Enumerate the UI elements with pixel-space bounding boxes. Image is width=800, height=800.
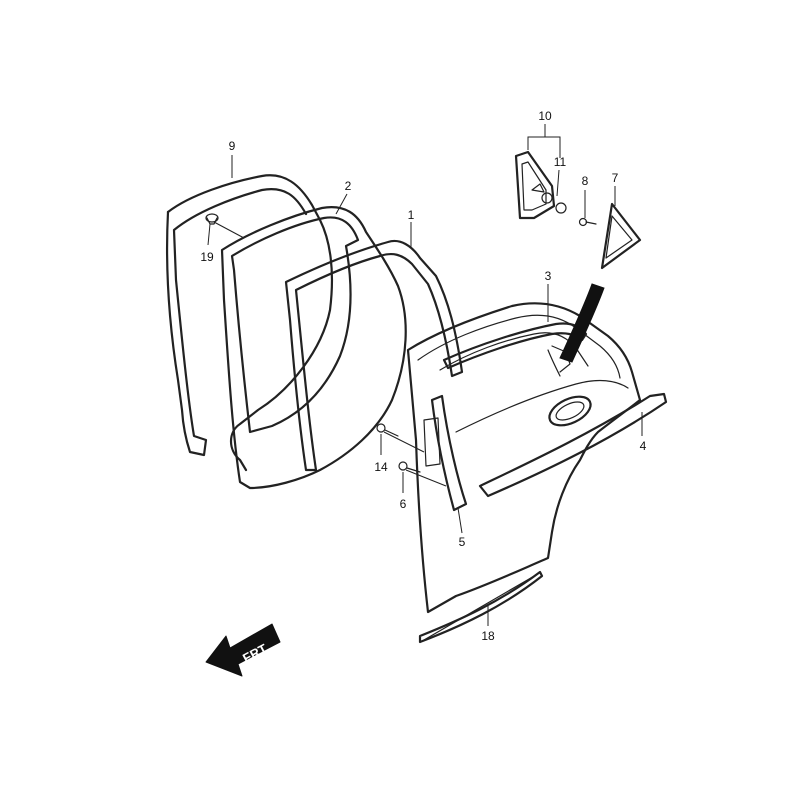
belt-molding-upper xyxy=(442,322,588,370)
clip-19 xyxy=(205,213,219,225)
corner-glass-7 xyxy=(600,202,642,270)
rocker-molding-strip xyxy=(418,570,544,644)
callout-19: 19 xyxy=(200,250,214,264)
front-direction-arrow-icon: FRT xyxy=(205,623,281,677)
weatherstrip-body xyxy=(220,206,407,490)
callout-8: 8 xyxy=(582,174,589,188)
window-run-channel xyxy=(284,239,464,472)
bolt-6 xyxy=(398,461,421,473)
callout-5: 5 xyxy=(459,535,466,549)
mirror-bracket xyxy=(514,150,567,220)
callout-18: 18 xyxy=(481,629,495,643)
pillar-garnish xyxy=(423,394,468,512)
callout-7: 7 xyxy=(612,171,619,185)
side-molding-lower xyxy=(478,392,668,498)
screw-8 xyxy=(578,217,597,227)
bolt-14 xyxy=(376,423,399,437)
callout-14: 14 xyxy=(374,460,388,474)
callout-9: 9 xyxy=(229,139,236,153)
callout-2: 2 xyxy=(345,179,352,193)
leader-lines xyxy=(207,124,643,626)
callout-6: 6 xyxy=(400,497,407,511)
callout-10: 10 xyxy=(538,109,552,123)
rear-door-panel xyxy=(406,302,642,614)
pointer-arrow xyxy=(559,283,605,363)
callout-3: 3 xyxy=(545,269,552,283)
callout-4: 4 xyxy=(640,439,647,453)
callout-11: 11 xyxy=(554,155,567,169)
callout-1: 1 xyxy=(408,208,415,222)
